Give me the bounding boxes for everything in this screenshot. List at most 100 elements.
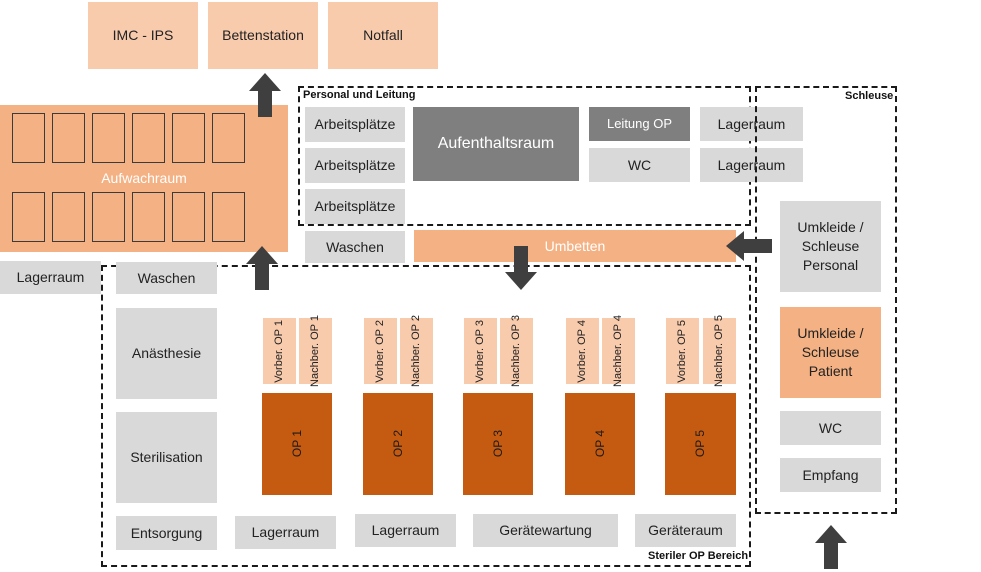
room-nachber-op: Nachber. OP 4 (602, 315, 635, 387)
room-arbeitsplaetze-3: Arbeitsplätze (305, 189, 405, 224)
room-op: OP 3 (463, 393, 533, 495)
room-op: OP 2 (363, 393, 433, 495)
room-umkleide-patient-label: Umkleide / Schleuse Patient (797, 325, 864, 379)
schleuse-area-title: Schleuse (845, 90, 894, 102)
room-aufenthaltsraum-label: Aufenthaltsraum (437, 135, 555, 153)
room-nachber-op-label: Nachber. OP 1 (309, 315, 322, 387)
arrow-up-icon (249, 73, 281, 117)
aufwachraum-label: Aufwachraum (101, 170, 187, 187)
room-vorber-op-label: Vorber. OP 4 (576, 319, 589, 383)
room-nachber-op-label: Nachber. OP 4 (612, 315, 625, 387)
room-vorber-op: Vorber. OP 4 (566, 318, 599, 384)
room-sterilisation-label: Sterilisation (130, 449, 203, 466)
room-umkleide-personal-label: Umkleide / Schleuse Personal (797, 219, 864, 273)
room-lagerraum-steril-1: Lagerraum (235, 516, 336, 549)
room-op-label: OP 3 (490, 430, 505, 458)
bed (52, 192, 85, 242)
room-lagerraum-steril-1-label: Lagerraum (251, 524, 320, 541)
bed (52, 113, 85, 163)
steriler-op-area (101, 265, 751, 567)
room-empfang-label: Empfang (802, 466, 859, 483)
room-lagerraum-steril-2-label: Lagerraum (371, 522, 440, 539)
room-nachber-op: Nachber. OP 3 (500, 315, 533, 387)
aufwachraum: Aufwachraum (0, 105, 288, 252)
room-lagerraum-personal-2: Lagerraum (700, 148, 803, 182)
room-sterilisation: Sterilisation (116, 412, 217, 503)
room-arbeitsplaetze-3-label: Arbeitsplätze (314, 198, 396, 215)
arrow-down-icon (505, 246, 537, 290)
room-vorber-op-label: Vorber. OP 1 (273, 319, 286, 383)
room-op-label: OP 5 (693, 430, 708, 458)
room-nachber-op-label: Nachber. OP 3 (510, 315, 523, 387)
bed (212, 192, 245, 242)
ward-bettenstation-label: Bettenstation (222, 27, 304, 44)
room-vorber-op: Vorber. OP 3 (464, 318, 497, 384)
room-wc-schleuse-label: WC (818, 419, 843, 436)
room-leitung-op: Leitung OP (589, 107, 690, 141)
ward-imc-ips-label: IMC - IPS (112, 27, 174, 44)
room-wc-schleuse: WC (780, 411, 881, 445)
room-nachber-op: Nachber. OP 2 (400, 315, 433, 387)
bed (92, 113, 125, 163)
arrow-left-icon (726, 231, 772, 261)
ward-bettenstation: Bettenstation (208, 2, 318, 69)
room-umkleide-patient: Umkleide / Schleuse Patient (780, 307, 881, 398)
room-op-label: OP 1 (289, 430, 304, 458)
room-umbetten-label: Umbetten (544, 237, 606, 254)
room-op: OP 5 (665, 393, 736, 495)
room-leitung-op-label: Leitung OP (606, 116, 673, 132)
room-anaesthesie-label: Anästhesie (131, 345, 202, 362)
room-lagerraum-personal-1: Lagerraum (700, 107, 803, 141)
room-arbeitsplaetze-2-label: Arbeitsplätze (314, 157, 396, 174)
room-umkleide-personal: Umkleide / Schleuse Personal (780, 201, 881, 292)
room-lagerraum-personal-2-label: Lagerraum (717, 156, 786, 173)
bed (12, 113, 45, 163)
ward-imc-ips: IMC - IPS (88, 2, 198, 69)
room-lagerraum-left: Lagerraum (0, 261, 101, 294)
room-op-label: OP 4 (592, 430, 607, 458)
room-arbeitsplaetze-1-label: Arbeitsplätze (314, 116, 396, 133)
steriler-op-area-title: Steriler OP Bereich (648, 550, 749, 562)
room-arbeitsplaetze-1: Arbeitsplätze (305, 107, 405, 142)
room-vorber-op: Vorber. OP 5 (666, 318, 699, 384)
room-lagerraum-personal-1-label: Lagerraum (717, 115, 786, 132)
room-vorber-op-label: Vorber. OP 5 (676, 319, 689, 383)
personal-area-title: Personal und Leitung (303, 89, 416, 101)
room-waschen-top: Waschen (305, 231, 405, 263)
room-aufenthaltsraum: Aufenthaltsraum (413, 107, 579, 181)
room-waschen-steril: Waschen (116, 262, 217, 294)
bed (212, 113, 245, 163)
room-lagerraum-left-label: Lagerraum (16, 269, 85, 286)
room-empfang: Empfang (780, 458, 881, 492)
room-nachber-op-label: Nachber. OP 2 (410, 315, 423, 387)
room-anaesthesie: Anästhesie (116, 308, 217, 399)
bed (172, 192, 205, 242)
ward-notfall-label: Notfall (363, 27, 403, 44)
room-umbetten: Umbetten (414, 230, 736, 262)
bed (12, 192, 45, 242)
room-nachber-op: Nachber. OP 5 (703, 315, 736, 387)
room-waschen-top-label: Waschen (326, 238, 384, 255)
room-vorber-op: Vorber. OP 1 (263, 318, 296, 384)
room-vorber-op: Vorber. OP 2 (364, 318, 397, 384)
room-geraetewartung: Gerätewartung (473, 514, 618, 547)
room-op-label: OP 2 (390, 430, 405, 458)
arrow-up-icon (815, 525, 847, 569)
room-vorber-op-label: Vorber. OP 3 (474, 319, 487, 383)
room-entsorgung-label: Entsorgung (130, 524, 203, 541)
room-arbeitsplaetze-2: Arbeitsplätze (305, 148, 405, 183)
bed (172, 113, 205, 163)
room-op: OP 1 (262, 393, 332, 495)
schleuse-area (755, 86, 897, 514)
bed (132, 113, 165, 163)
ward-notfall: Notfall (328, 2, 438, 69)
room-wc-personal: WC (589, 148, 690, 182)
room-waschen-steril-label: Waschen (137, 269, 196, 286)
room-geraetewartung-label: Gerätewartung (499, 522, 592, 539)
room-geraeteraum: Geräteraum (635, 514, 736, 547)
room-entsorgung: Entsorgung (116, 516, 217, 550)
room-nachber-op: Nachber. OP 1 (299, 315, 332, 387)
room-geraeteraum-label: Geräteraum (648, 522, 723, 539)
arrow-up-icon (246, 246, 278, 290)
room-op: OP 4 (565, 393, 635, 495)
